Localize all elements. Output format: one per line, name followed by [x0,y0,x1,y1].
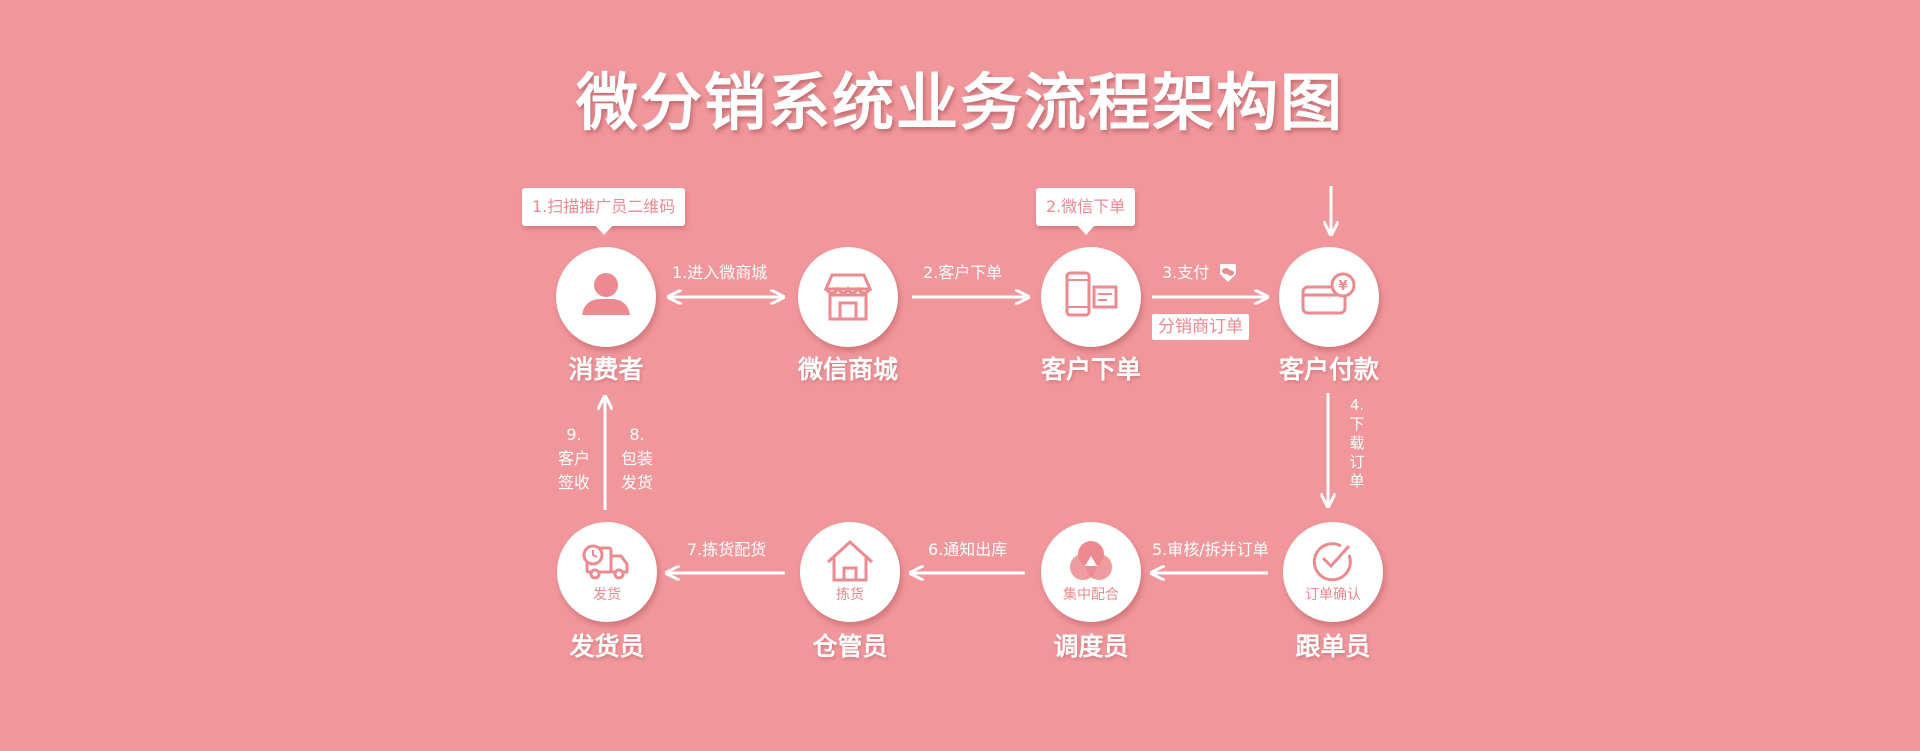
step-enter-mall: 1.进入微商城 [672,263,768,282]
node-customer-order [1041,247,1141,347]
check-circle-icon [1312,542,1352,582]
tag-distributor-order: 分销商订单 [1152,314,1249,340]
node-sub-warehouse-keeper: 拣货 [836,587,864,603]
node-label-dispatcher: 调度员 [1053,632,1129,661]
storefront-icon [823,273,873,321]
step-pack-ship: 8. 包装发货 [614,423,660,495]
node-wechat-mall [798,247,898,347]
step-place-order: 2.客户下单 [923,263,1003,282]
node-label-consumer: 消费者 [568,355,644,384]
node-label-customer-order: 客户下单 [1040,355,1141,384]
node-sub-order-tracker: 订单确认 [1305,587,1361,603]
node-dispatcher: 集中配合 [1041,522,1141,622]
node-sub-dispatcher: 集中配合 [1063,587,1119,603]
step-pack-ship-text: 包装发货 [620,449,653,492]
card-payment-icon: ¥ [1301,272,1356,315]
page-title: 微分销系统业务流程架构图 [575,66,1344,139]
step-sign-num: 9. [566,425,582,444]
callout-wechat-order: 2.微信下单 [1036,188,1136,235]
step-download-order: 4.下载订单 [1349,396,1365,490]
node-label-warehouse-keeper: 仓管员 [812,632,888,661]
person-icon [582,273,630,315]
delivery-truck-icon [582,544,629,580]
node-consumer [556,247,656,347]
node-label-shipper: 发货员 [569,632,645,661]
svg-text:¥: ¥ [1338,279,1347,294]
step-pack-ship-num: 8. [629,425,645,444]
step-review-split: 5.审核/拆并订单 [1152,540,1269,559]
wechat-pay-icon [1220,264,1237,282]
step-pick-ship: 7.拣货配货 [687,540,767,559]
step-pay-label: 3.支付 [1162,263,1210,282]
step-sign-text: 客户签收 [557,449,590,492]
node-order-tracker: 订单确认 [1283,522,1383,622]
node-sub-shipper: 发货 [593,587,621,603]
node-label-order-tracker: 跟单员 [1295,632,1371,661]
node-warehouse-keeper: 拣货 [800,522,900,622]
node-label-wechat-mall: 微信商城 [797,355,898,384]
node-label-customer-payment: 客户付款 [1278,355,1379,384]
house-icon [826,539,874,582]
step-notify-out: 6.通知出库 [928,540,1008,559]
step-pay: 3.支付 [1162,259,1240,284]
phone-order-icon [1065,271,1118,317]
node-shipper: 发货 [557,522,657,622]
callout-scan-qr: 1.扫描推广员二维码 [522,188,686,235]
venn-icon [1070,541,1112,580]
node-customer-payment: ¥ [1279,247,1379,347]
step-sign: 9. 客户签收 [551,423,597,495]
